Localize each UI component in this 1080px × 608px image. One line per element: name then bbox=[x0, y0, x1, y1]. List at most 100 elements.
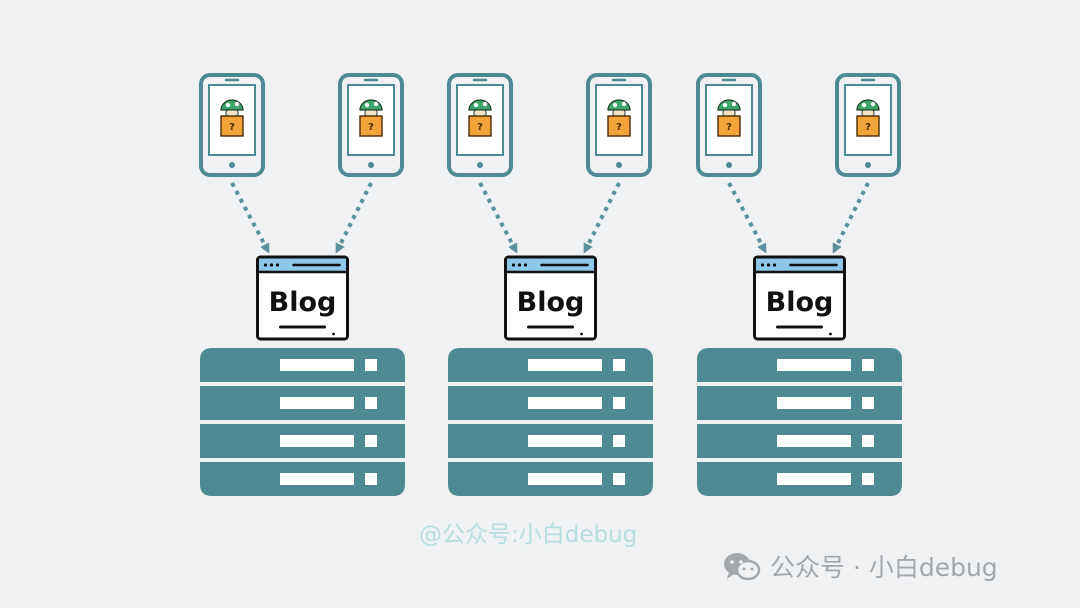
question-block bbox=[607, 115, 631, 137]
phone-home-button bbox=[368, 162, 374, 168]
server-slot bbox=[777, 473, 851, 485]
mushroom-stem bbox=[612, 109, 626, 117]
mushroom-stem bbox=[364, 109, 378, 117]
window-frame bbox=[256, 255, 349, 341]
window-frame bbox=[753, 255, 846, 341]
server-indicator bbox=[862, 473, 874, 485]
window-frame bbox=[504, 255, 597, 341]
mushroom-spot bbox=[731, 101, 737, 107]
phone-body bbox=[696, 73, 762, 177]
mushroom-question-block-icon: ? bbox=[717, 99, 741, 137]
mushroom-stem bbox=[722, 109, 736, 117]
mushroom-stem bbox=[225, 109, 239, 117]
mushroom-question-block-icon: ? bbox=[359, 99, 383, 137]
question-block bbox=[856, 115, 880, 137]
mushroom-question-block-icon: ? bbox=[468, 99, 492, 137]
server-indicator bbox=[613, 397, 625, 409]
smartphone-icon: ? bbox=[338, 73, 404, 177]
question-block bbox=[468, 115, 492, 137]
server-indicator bbox=[862, 435, 874, 447]
blog-label: Blog bbox=[766, 287, 834, 318]
server-indicator bbox=[862, 397, 874, 409]
browser-window-icon: Blog bbox=[753, 255, 846, 341]
smartphone-icon: ? bbox=[696, 73, 762, 177]
server-indicator bbox=[613, 473, 625, 485]
server-slot bbox=[280, 397, 354, 409]
server-indicator bbox=[862, 359, 874, 371]
server-rack-icon bbox=[200, 348, 405, 496]
window-dot bbox=[517, 263, 522, 267]
dashed-arrow bbox=[727, 182, 767, 254]
mushroom-spot bbox=[473, 102, 479, 108]
mushroom-spot bbox=[234, 101, 240, 107]
browser-window-icon: Blog bbox=[256, 255, 349, 341]
wechat-icon bbox=[724, 553, 761, 581]
mushroom-question-block-icon: ? bbox=[607, 99, 631, 137]
phone-home-button bbox=[477, 162, 483, 168]
question-block bbox=[359, 115, 383, 137]
mushroom-question-block-icon: ? bbox=[856, 99, 880, 137]
cluster: ?? Blog bbox=[447, 73, 653, 496]
question-mark-glyph: ? bbox=[368, 122, 374, 133]
phone-body bbox=[835, 73, 901, 177]
watermark-corner-text: 公众号 · 小白debug bbox=[770, 552, 998, 582]
window-corner-dot bbox=[829, 332, 832, 336]
dashed-arrow bbox=[478, 182, 518, 254]
blog-label: Blog bbox=[269, 287, 337, 318]
server-slot bbox=[528, 359, 602, 371]
server-slot bbox=[777, 359, 851, 371]
server-slot bbox=[280, 359, 354, 371]
phone-home-button bbox=[726, 162, 732, 168]
server-indicator bbox=[365, 359, 377, 371]
phone-body bbox=[586, 73, 652, 177]
window-corner-dot bbox=[332, 332, 335, 336]
server-slot bbox=[280, 473, 354, 485]
window-dot bbox=[263, 263, 268, 267]
question-block bbox=[220, 115, 244, 137]
server-indicator bbox=[613, 435, 625, 447]
mushroom-spot bbox=[364, 102, 370, 108]
dashed-arrow bbox=[583, 182, 621, 254]
mushroom-spot bbox=[861, 102, 867, 108]
server-indicator bbox=[365, 473, 377, 485]
phone-home-button bbox=[865, 162, 871, 168]
server-slot bbox=[777, 397, 851, 409]
cluster: ?? Blog bbox=[696, 73, 902, 496]
smartphone-icon: ? bbox=[835, 73, 901, 177]
window-dot bbox=[269, 263, 274, 267]
phone-home-button bbox=[229, 162, 235, 168]
question-mark-glyph: ? bbox=[229, 122, 235, 133]
phone-home-button bbox=[616, 162, 622, 168]
question-mark-glyph: ? bbox=[477, 122, 483, 133]
server-indicator bbox=[365, 397, 377, 409]
smartphone-icon: ? bbox=[586, 73, 652, 177]
phone-body bbox=[199, 73, 265, 177]
window-dot bbox=[766, 263, 771, 267]
dashed-arrow bbox=[832, 182, 870, 254]
phone-screen bbox=[208, 84, 256, 156]
question-mark-glyph: ? bbox=[726, 122, 732, 133]
window-corner-dot bbox=[580, 332, 583, 336]
cluster: ?? Blog bbox=[199, 73, 405, 496]
mushroom-spot bbox=[225, 102, 231, 108]
dashed-arrow bbox=[335, 182, 373, 254]
mushroom-spot bbox=[621, 101, 627, 107]
phone-body bbox=[338, 73, 404, 177]
mushroom-question-block-icon: ? bbox=[220, 99, 244, 137]
mushroom-stem bbox=[473, 109, 487, 117]
mushroom-stem bbox=[861, 109, 875, 117]
smartphone-icon: ? bbox=[199, 73, 265, 177]
window-dot bbox=[760, 263, 765, 267]
mushroom-spot bbox=[373, 101, 379, 107]
mushroom-spot bbox=[722, 102, 728, 108]
server-rack-icon bbox=[448, 348, 653, 496]
server-slot bbox=[280, 435, 354, 447]
server-rack-icon bbox=[697, 348, 902, 496]
watermark-corner: 公众号 · 小白debug bbox=[722, 551, 998, 583]
blog-label: Blog bbox=[517, 287, 585, 318]
window-dot bbox=[275, 263, 280, 267]
watermark-center-text: @公众号:小白debug bbox=[419, 522, 638, 548]
window-dot bbox=[772, 263, 777, 267]
